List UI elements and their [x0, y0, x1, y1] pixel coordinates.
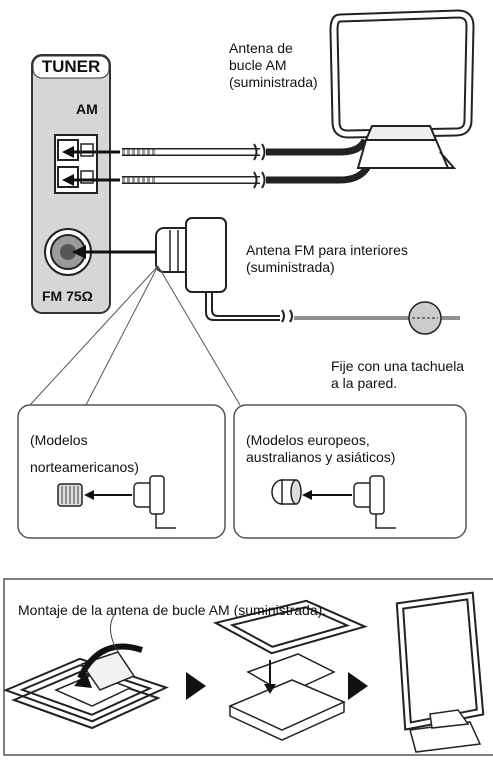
- eu-au-asia-box: [233, 404, 467, 539]
- assembly-step-1: [3, 611, 169, 730]
- wall-note-2: a la pared.: [331, 375, 398, 391]
- am-antenna-label-2: bucle AM: [229, 57, 287, 73]
- callout-lines: [29, 265, 241, 406]
- fm-terminal-label: FM 75Ω: [42, 288, 93, 304]
- am-antenna-label-1: Antena de: [229, 40, 293, 56]
- am-antenna-label-3: (suministrada): [229, 74, 318, 90]
- fm-antenna-plug: [155, 217, 460, 335]
- assembly-title: Montaje de la antena de bucle AM (sumini…: [18, 602, 327, 618]
- tuner-title-box: [32, 55, 110, 79]
- eu-au-asia-label-2: australianos y asiáticos): [246, 449, 396, 465]
- fm-antenna-label-1: Antena FM para interiores: [246, 242, 408, 258]
- north-america-label-1: (Modelos: [30, 432, 88, 448]
- am-terminals: [54, 134, 98, 194]
- eu-au-asia-connector: [271, 475, 396, 529]
- assembly-arrow-2: [348, 672, 368, 700]
- north-america-connector: [57, 475, 176, 529]
- am-terminal-label: AM: [76, 101, 98, 117]
- am-wires: [122, 138, 376, 189]
- assembly-box: [3, 578, 493, 756]
- fm-arrow: [72, 245, 156, 259]
- tuner-title: TUNER: [41, 57, 101, 76]
- fm-antenna-label-2: (suministrada): [246, 259, 335, 275]
- am-loop-antenna: [329, 9, 475, 169]
- assembly-arrow-1: [186, 672, 206, 700]
- assembly-step-3: [395, 591, 485, 753]
- north-america-label-2: norteamericanos): [30, 459, 139, 475]
- am-arrows: [62, 146, 120, 186]
- assembly-step-2: [212, 599, 368, 741]
- wall-note-1: Fije con una tachuela: [331, 358, 465, 374]
- eu-au-asia-label-1: (Modelos europeos,: [246, 432, 370, 448]
